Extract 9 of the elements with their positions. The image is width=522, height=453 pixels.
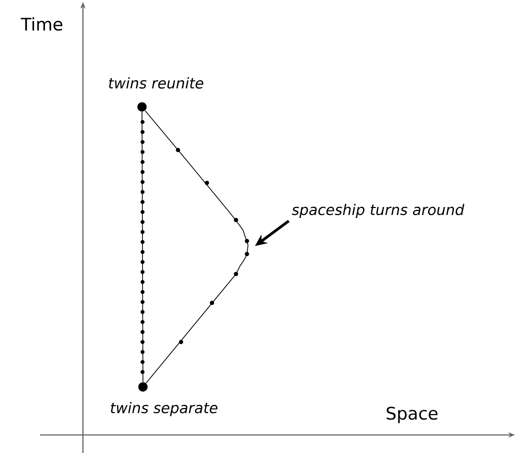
worldline	[144, 110, 250, 384]
event-label: twins separate	[110, 402, 218, 416]
axis-label: Time	[20, 17, 62, 31]
annotation-text: spaceship turns around	[292, 204, 464, 218]
event-dot	[137, 102, 147, 112]
axis-label: Space	[386, 406, 438, 424]
event-label: twins reunite	[109, 77, 204, 89]
worldline	[140, 111, 145, 382]
event-dot	[138, 382, 148, 392]
